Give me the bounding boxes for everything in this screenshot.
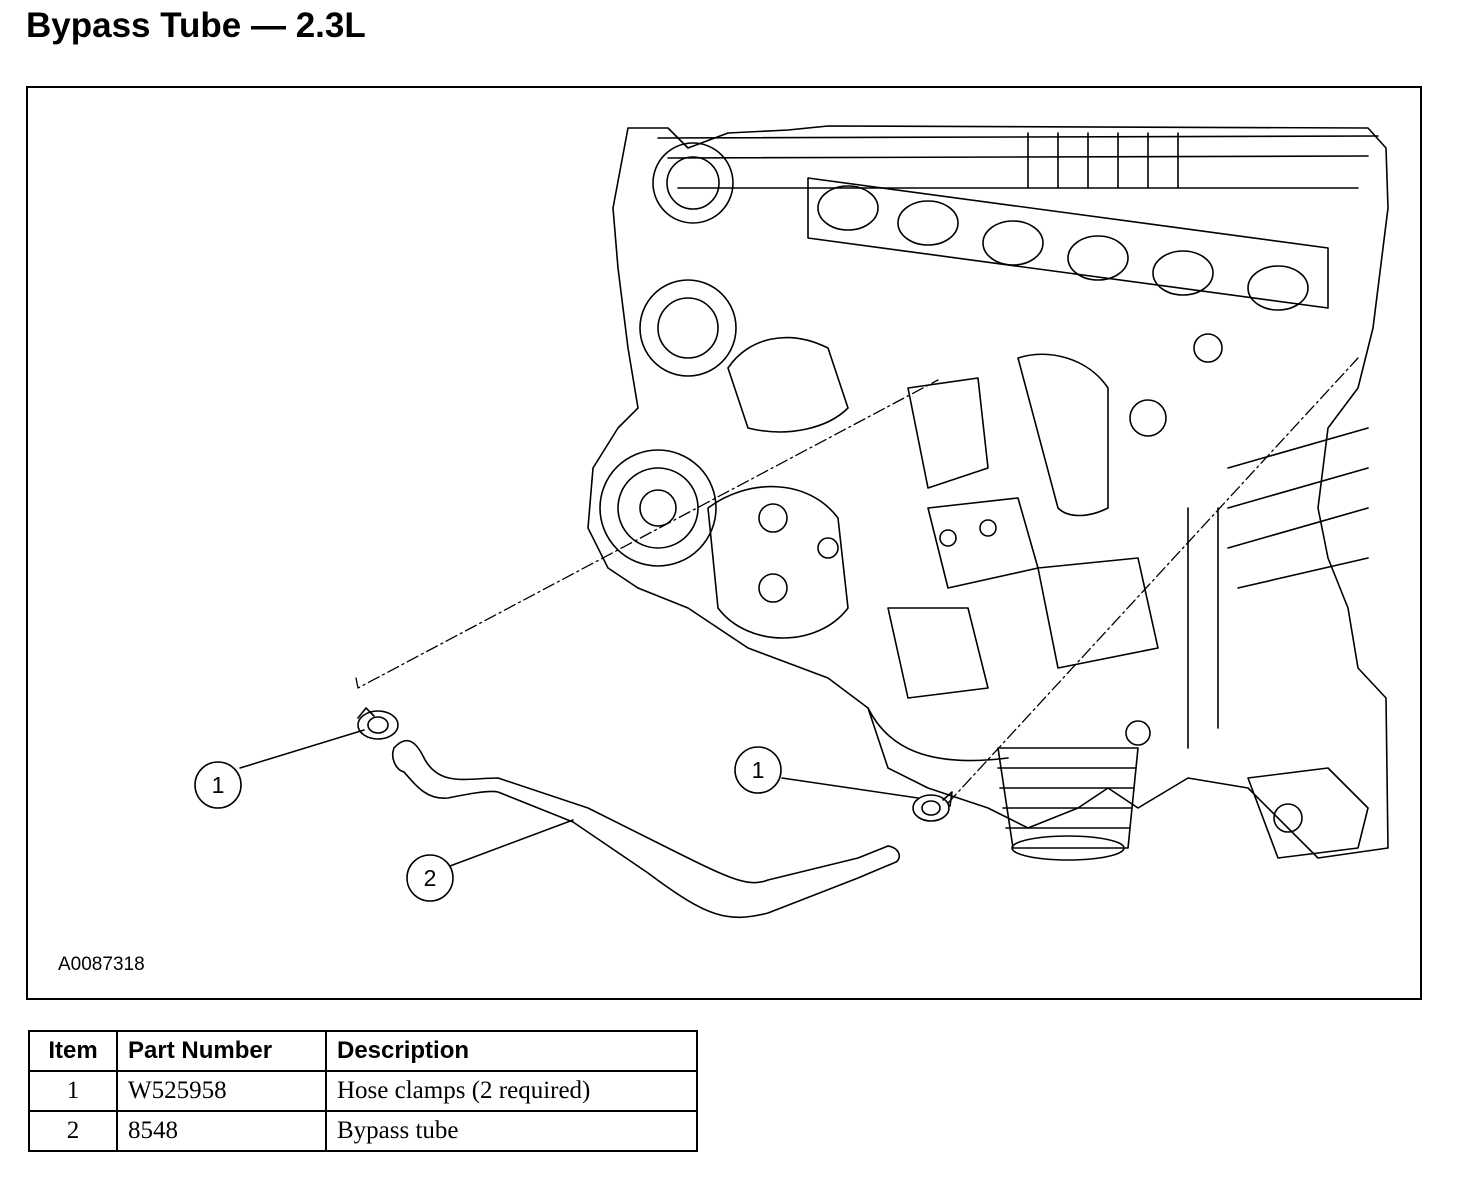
bypass-tube-drawing [391, 739, 901, 919]
table-row: 1 W525958 Hose clamps (2 required) [28, 1070, 698, 1112]
part-description: Bypass tube [325, 1110, 698, 1152]
alignment-lines [355, 357, 1359, 804]
part-number: W525958 [116, 1070, 327, 1112]
table-row: 2 8548 Bypass tube [28, 1110, 698, 1152]
figure-frame: 1 1 2 A0087318 [26, 86, 1422, 1000]
item-number: 2 [28, 1110, 118, 1152]
column-header-item: Item [28, 1030, 118, 1072]
column-header-part-number: Part Number [116, 1030, 327, 1072]
item-number: 1 [28, 1070, 118, 1112]
callout-item-1-left: 1 [194, 761, 242, 809]
part-description: Hose clamps (2 required) [325, 1070, 698, 1112]
figure-id: A0087318 [58, 954, 145, 975]
page-title: Bypass Tube — 2.3L [26, 6, 366, 45]
hose-clamp-right-drawing [912, 791, 953, 822]
callout-label: 1 [212, 772, 225, 798]
hose-clamp-left-drawing [357, 707, 399, 740]
engine-assembly-drawing [587, 125, 1389, 861]
engine-diagram: 1 1 2 [194, 125, 1389, 919]
callout-label: 1 [752, 757, 765, 783]
column-header-description: Description [325, 1030, 698, 1072]
parts-table: Item Part Number Description 1 W525958 H… [28, 1030, 698, 1152]
callout-item-2: 2 [406, 854, 454, 902]
table-header-row: Item Part Number Description [28, 1030, 698, 1072]
leader-lines [239, 729, 919, 867]
part-number: 8548 [116, 1110, 327, 1152]
callout-label: 2 [424, 865, 437, 891]
callout-item-1-right: 1 [734, 746, 782, 794]
